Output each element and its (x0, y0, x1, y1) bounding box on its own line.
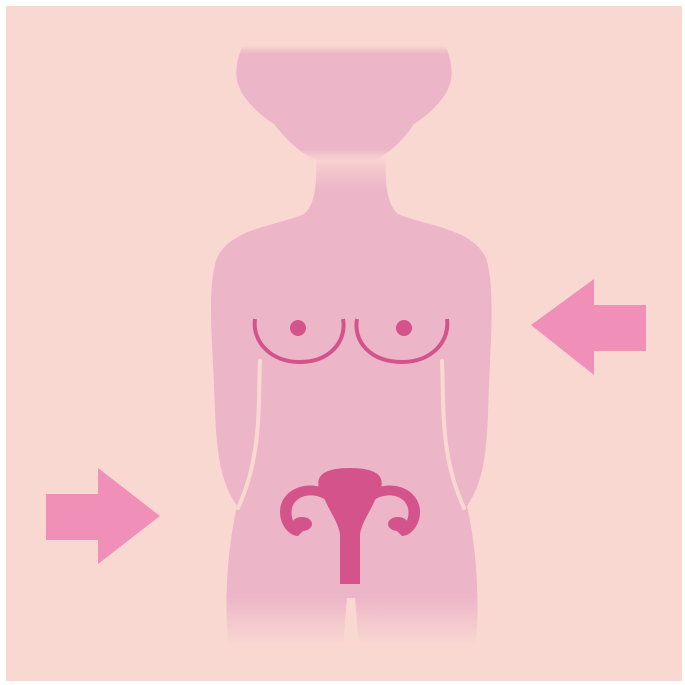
body-illustration (6, 6, 682, 681)
illustration-panel (6, 6, 682, 681)
